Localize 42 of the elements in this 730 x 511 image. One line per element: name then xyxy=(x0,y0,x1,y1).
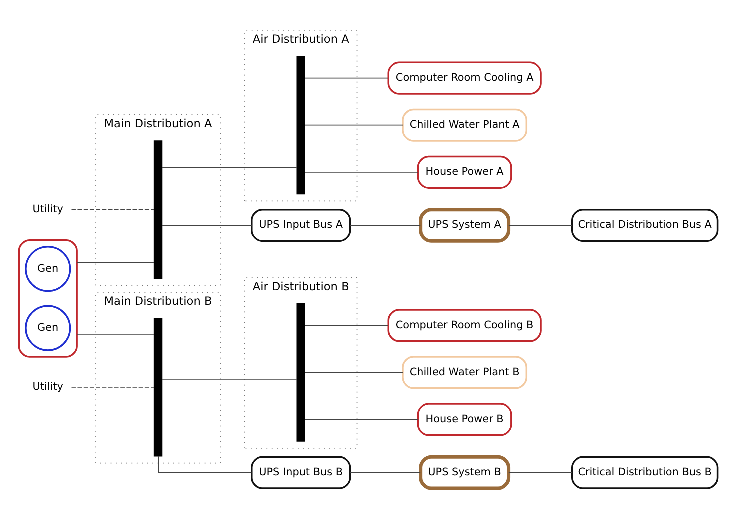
node-bar xyxy=(154,318,163,456)
connector xyxy=(304,124,404,126)
node-box: UPS Input Bus B xyxy=(251,456,352,489)
node-box: UPS System A xyxy=(419,208,511,242)
connector xyxy=(350,472,422,473)
connector xyxy=(304,418,419,420)
connector xyxy=(350,224,422,226)
node-bar xyxy=(296,56,306,194)
connector xyxy=(304,77,389,78)
connector xyxy=(304,372,404,373)
cluster: Air Distribution B xyxy=(244,276,358,448)
node-box: Chilled Water Plant B xyxy=(402,356,528,389)
connector xyxy=(71,208,155,210)
node-text: Utility xyxy=(32,203,64,216)
cluster xyxy=(18,238,78,358)
node-box: House Power B xyxy=(417,402,512,436)
node-box: Critical Distribution Bus B xyxy=(572,456,719,489)
node-bar xyxy=(296,302,306,442)
cluster: Air Distribution A xyxy=(244,30,358,202)
node-box: Computer Room Cooling A xyxy=(388,61,542,94)
connector xyxy=(304,324,389,326)
node-text: Utility xyxy=(32,380,64,393)
connector xyxy=(162,166,298,168)
cluster: Main Distribution B xyxy=(96,292,221,464)
cluster: Main Distribution A xyxy=(96,114,221,286)
node-bar xyxy=(154,140,163,279)
connector xyxy=(76,262,154,263)
connector xyxy=(162,379,298,380)
connector xyxy=(508,472,573,473)
connector xyxy=(304,171,419,172)
connector xyxy=(158,455,252,473)
connector xyxy=(162,224,252,226)
node-box: Critical Distribution Bus A xyxy=(572,208,719,242)
connector xyxy=(71,386,155,388)
node-box: Computer Room Cooling B xyxy=(388,308,542,342)
node-box: House Power A xyxy=(417,155,512,188)
node-box: UPS System B xyxy=(419,454,511,490)
node-circle: Gen xyxy=(25,304,72,351)
node-box: Chilled Water Plant A xyxy=(402,108,528,142)
node-circle: Gen xyxy=(25,246,72,292)
node-box: UPS Input Bus A xyxy=(251,208,352,242)
connector xyxy=(508,224,573,226)
